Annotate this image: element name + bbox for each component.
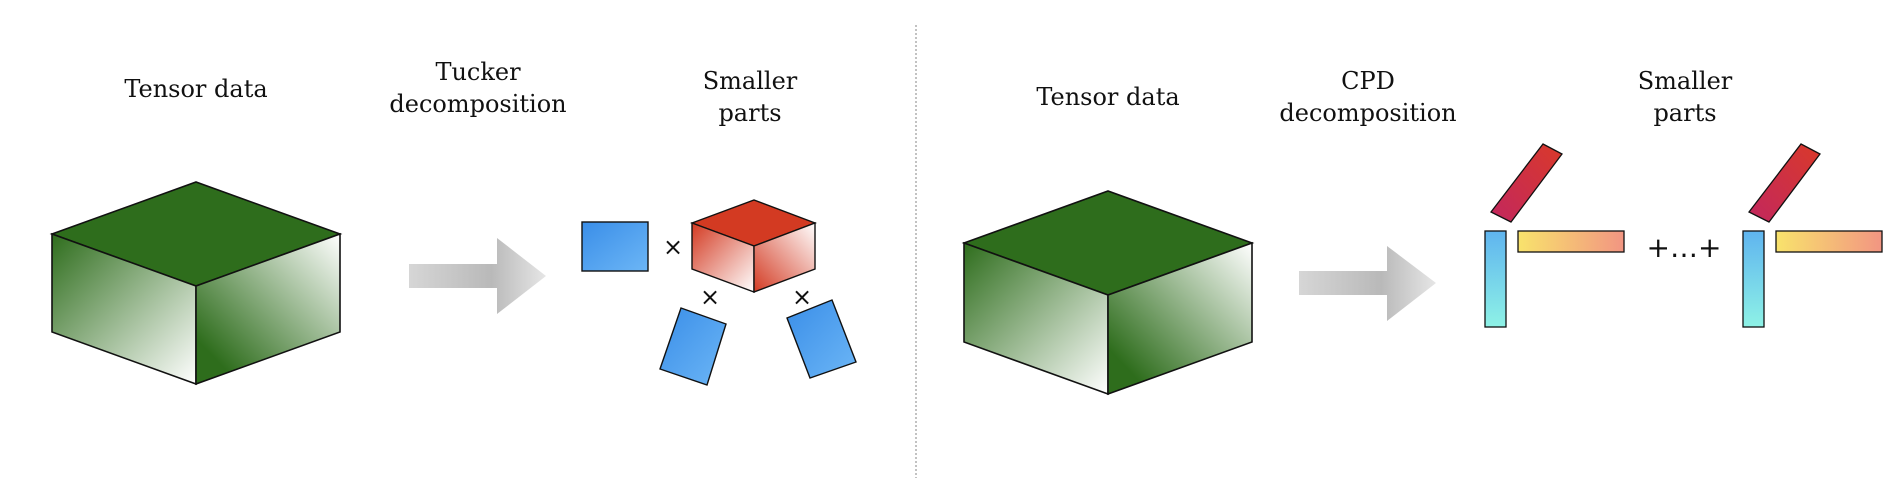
core-right-face xyxy=(753,221,816,294)
right-panel: Tensor data CPD decomposition Smaller pa… xyxy=(961,67,1883,396)
rank-one-component-2 xyxy=(1742,143,1883,328)
left-parts-label-line1: Smaller xyxy=(703,67,798,95)
right-tensor-cube xyxy=(961,190,1255,396)
tucker-label-line2: decomposition xyxy=(389,90,566,118)
left-panel: Tensor data Tucker decomposition Smaller… xyxy=(49,58,857,386)
core-tensor-cube xyxy=(689,199,817,294)
left-tensor-cube xyxy=(49,181,343,386)
left-parts-label-line2: parts xyxy=(718,99,781,127)
factor-matrix-1 xyxy=(581,221,649,272)
tucker-parts: × × × xyxy=(581,199,857,386)
right-arrow xyxy=(1299,246,1436,321)
rank-one-component-1 xyxy=(1484,143,1625,328)
component-1-red-bar xyxy=(1490,143,1563,223)
times-symbol-1: × xyxy=(663,233,683,261)
right-tensor-label: Tensor data xyxy=(1036,83,1179,111)
left-tensor-label: Tensor data xyxy=(124,75,267,103)
times-symbol-3: × xyxy=(792,283,812,311)
component-1-yellow-bar xyxy=(1517,230,1625,253)
right-cube-right-face xyxy=(1107,241,1253,396)
cpd-label-line2: decomposition xyxy=(1279,99,1456,127)
component-2-cyan-bar xyxy=(1742,230,1765,328)
right-parts-label-line2: parts xyxy=(1653,99,1716,127)
factor-matrix-3 xyxy=(786,299,857,379)
right-parts-label-line1: Smaller xyxy=(1638,67,1733,95)
left-cube-right-face xyxy=(195,232,341,386)
tucker-label-line1: Tucker xyxy=(435,58,521,86)
cpd-label-line1: CPD xyxy=(1341,67,1395,95)
factor-matrix-2 xyxy=(659,307,727,386)
times-symbol-2: × xyxy=(700,283,720,311)
sum-ellipsis: +…+ xyxy=(1647,231,1722,264)
component-2-red-bar xyxy=(1748,143,1821,223)
left-arrow xyxy=(409,238,546,314)
component-1-cyan-bar xyxy=(1484,230,1507,328)
component-2-yellow-bar xyxy=(1775,230,1883,253)
